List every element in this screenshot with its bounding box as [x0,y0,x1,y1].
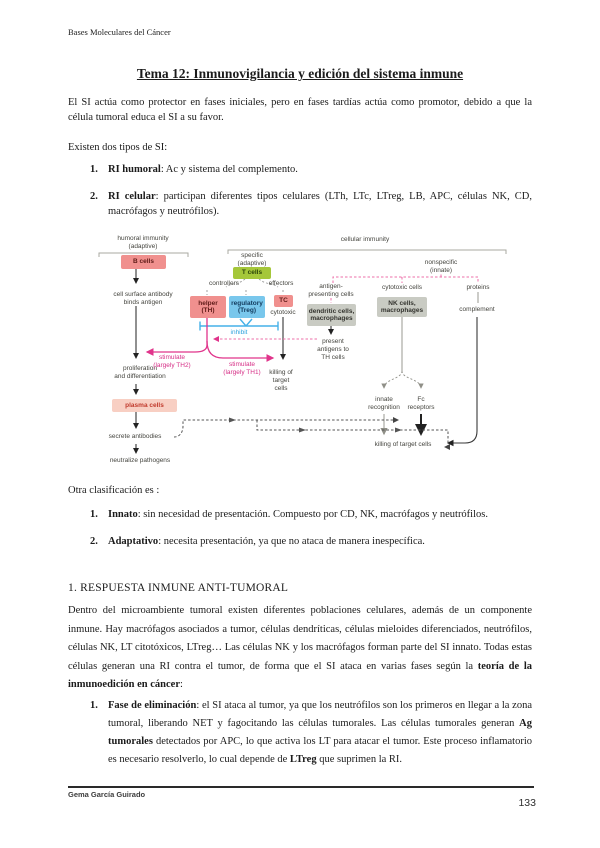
list-number: 1. [90,509,98,520]
list-number: 2. [90,191,98,202]
proliferation-label: proliferation and differentiation [114,365,166,380]
group-nk-lines [380,292,479,436]
cytotoxic-cells-label: cytotoxic cells [381,284,423,291]
group-nk-split [381,370,424,389]
dendritic-cells-box: dendritic cells, macrophages [307,304,356,326]
complement-line [446,317,478,447]
cell-surface-label: cell surface antibody binds antigen [113,291,173,306]
nk-cells-box: NK cells, macrophages [377,297,427,317]
list-item: 1. Fase de eliminación: el SI ataca al t… [90,697,532,769]
t-cells-box: T cells [233,267,271,279]
list-number: 1. [90,164,98,175]
regulatory-t-box: regulatory (Treg) [229,296,265,318]
neutralize-pathogens-label: neutralize pathogens [109,457,171,464]
specific-label: specific (adaptive) [237,252,267,267]
footer-page-number: 133 [518,797,536,809]
list-text: Innato: sin necesidad de presentación. C… [108,509,488,520]
list-number: 1. [90,700,98,711]
complement-label: complement [459,306,495,313]
diagram-connectors [98,249,507,454]
fc-receptors-label: Fc receptors [407,396,435,411]
nonspecific-label: nonspecific (innate) [424,259,458,274]
page-header: Bases Moleculares del Cáncer [68,27,171,37]
page-title: Tema 12: Inmunovigilancia y edición del … [136,66,464,81]
group-mid-arrowheads [229,417,402,433]
group-brackets [98,249,507,257]
cellular-immunity-label: cellular immunity [340,236,390,243]
intro-paragraph: El SI actúa como protector en fases inic… [68,97,532,123]
footer-author: Gema García Guirado [68,790,146,799]
secrete-antibodies-label: secrete antibodies [108,433,162,440]
controllers-label: controllers [209,280,239,287]
list-item: 1. Innato: sin necesidad de presentación… [90,507,532,522]
plasma-cells-box: plasma cells [112,399,177,412]
killing-target-left-label: killing of target cells [269,369,293,392]
list-text: Adaptativo: necesita presentación, ya qu… [108,536,425,547]
list-text: Fase de eliminación: el SI ataca al tumo… [108,700,532,765]
helper-t-box: helper (TH) [190,296,226,318]
cytotoxic-label: cytotoxic [270,309,296,316]
section-heading: 1. RESPUESTA INMUNE ANTI-TUMORAL [68,582,289,594]
list-text: RI celular: participan diferentes tipos … [108,191,532,217]
footer-rule [68,786,534,788]
group-controller-stubs [206,278,284,295]
list-item: 2. Adaptativo: necesita presentación, ya… [90,534,532,549]
group-tcell-lines [280,317,334,360]
effectors-label: effectors [268,280,294,287]
stimulate-th2-label: stimulate (largely TH2) [153,354,191,369]
list-number: 2. [90,536,98,547]
present-antigens-label: present antigens to TH cells [317,338,349,361]
antigen-presenting-label: antigen- presenting cells [308,283,354,298]
stimulate-th1-label: stimulate (largely TH1) [223,361,261,376]
proteins-label: proteins [466,284,490,291]
b-cells-box: B cells [121,255,166,269]
cytotoxic-t-box: TC [274,295,293,307]
killing-target-right-label: killing of target cells [374,441,432,448]
types-lead: Existen dos tipos de SI: [68,142,168,153]
list-text: RI humoral: Ac y sistema del complemento… [108,164,298,175]
group-inhibit-lines [199,318,279,331]
list-item: 1. RI humoral: Ac y sistema del compleme… [90,162,532,177]
classification-lead: Otra clasificación es : [68,485,160,496]
group-antibody-dashed [173,417,450,450]
humoral-immunity-label: humoral immunity (adaptive) [117,235,169,250]
group-innate-dashed [213,274,479,342]
immunity-diagram: humoral immunity (adaptive) B cells cell… [95,233,515,473]
section-paragraph: Dentro del microambiente tumoral existen… [68,605,532,691]
list-item: 2. RI celular: participan diferentes tip… [90,189,532,219]
group-stimulate-lines [145,318,275,362]
inhibit-label: inhibit [230,329,248,336]
innate-recognition-label: innate recognition [368,396,400,411]
